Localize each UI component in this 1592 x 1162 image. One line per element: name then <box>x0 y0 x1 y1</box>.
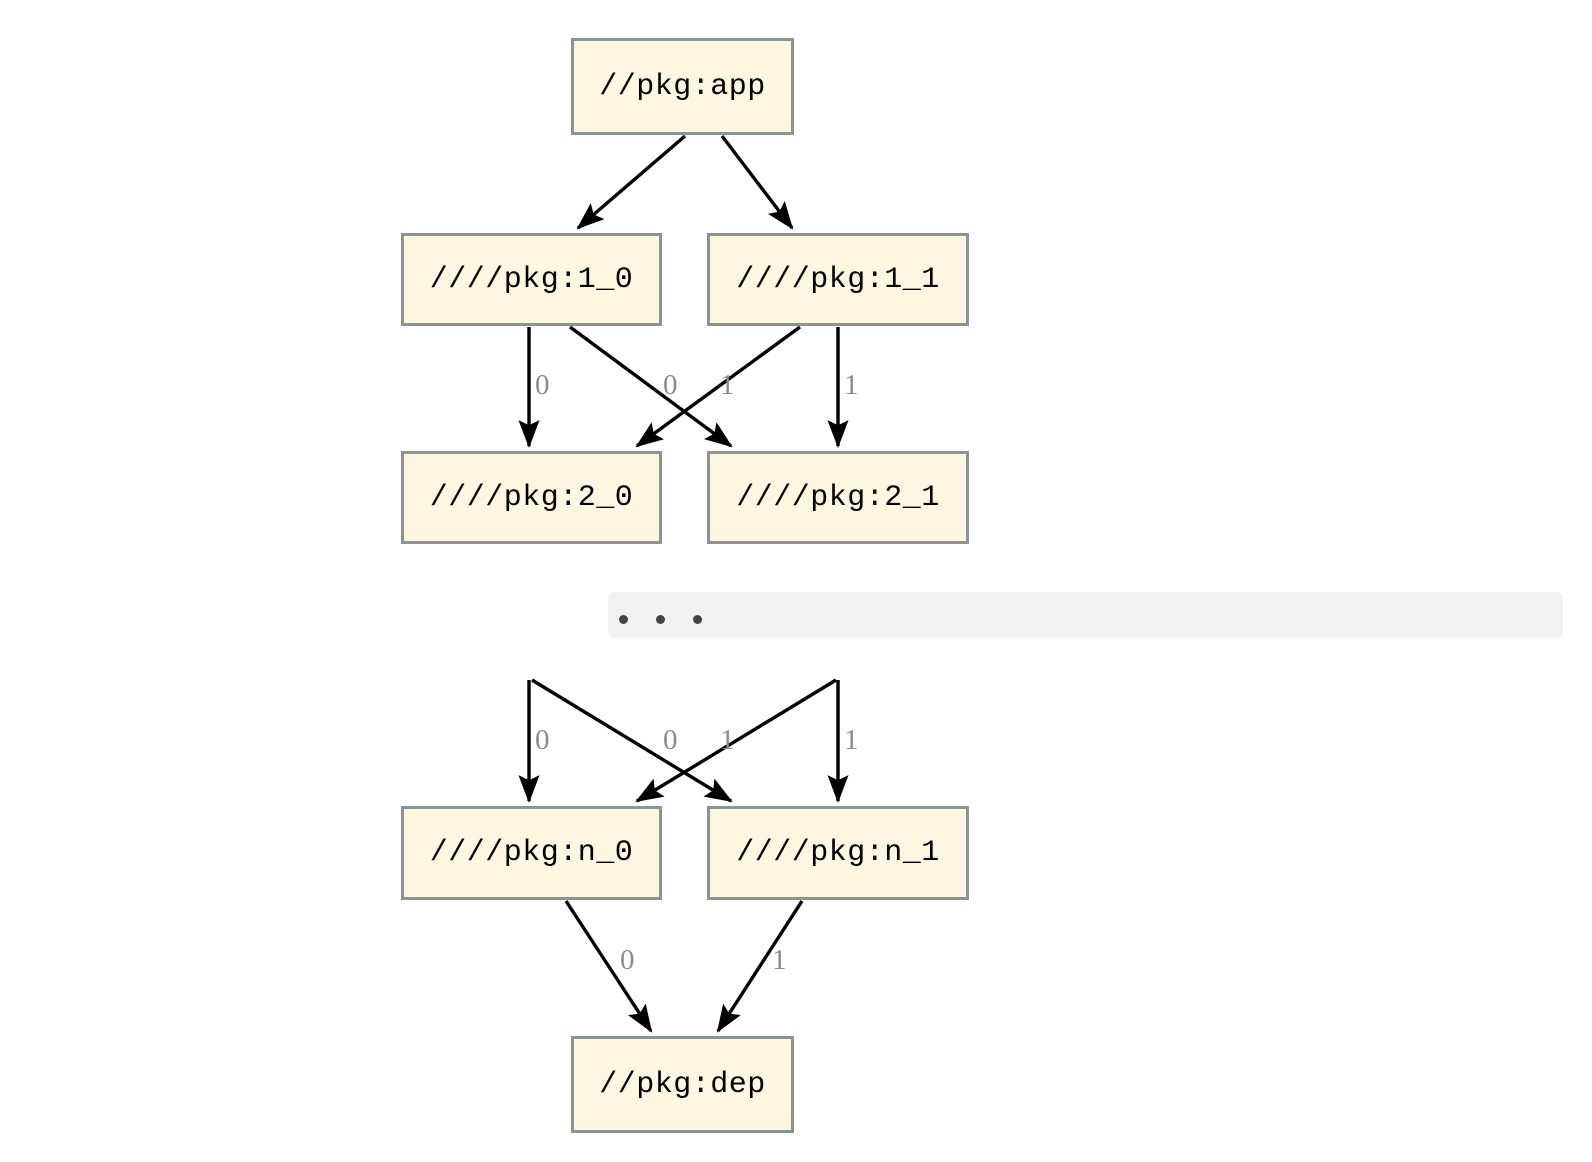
graph-edge-label-n1_1-to-n2_1: 1 <box>844 369 859 401</box>
ellipsis-dot <box>656 615 665 624</box>
ellipsis-dot <box>693 615 702 624</box>
graph-edge-nn_1-to-dep <box>716 900 804 1033</box>
ellipsis-dot <box>619 615 628 624</box>
graph-node-nn_1[interactable]: ////pkg:n_1 <box>707 806 969 900</box>
graph-edge-label-n1_0-to-n2_0: 0 <box>535 369 550 401</box>
graph-edge-label-upper-to-nn_1: 0 <box>663 724 678 756</box>
graph-edge-label-upper-to-nn_1: 1 <box>844 724 859 756</box>
graph-node-dep[interactable]: //pkg:dep <box>571 1036 794 1133</box>
graph-node-app[interactable]: //pkg:app <box>571 38 794 135</box>
graph-edge-upper-to-nn_1 <box>531 678 733 803</box>
graph-edge-n1_0-to-n2_1 <box>568 325 733 448</box>
graph-edge-label-upper-to-nn_0: 1 <box>720 724 735 756</box>
ellipsis-separator-band <box>608 592 1563 638</box>
graph-edge-label-nn_0-to-dep: 0 <box>620 944 635 976</box>
graph-node-nn_0[interactable]: ////pkg:n_0 <box>401 806 662 900</box>
graph-edge-app-to-n1_0 <box>576 134 687 230</box>
graph-edge-label-n1_1-to-n2_0: 1 <box>720 369 735 401</box>
graph-edge-nn_0-to-dep <box>564 900 653 1033</box>
graph-edge-app-to-n1_1 <box>720 134 794 230</box>
ellipsis-dots <box>619 615 730 624</box>
graph-node-n2_0[interactable]: ////pkg:2_0 <box>401 451 662 544</box>
graph-node-n1_1[interactable]: ////pkg:1_1 <box>707 233 969 326</box>
graph-edge-n1_1-to-n2_0 <box>635 325 802 448</box>
graph-node-n2_1[interactable]: ////pkg:2_1 <box>707 451 969 544</box>
graph-node-n1_0[interactable]: ////pkg:1_0 <box>401 233 662 326</box>
graph-edge-label-n1_0-to-n2_1: 0 <box>663 369 678 401</box>
graph-edge-label-nn_1-to-dep: 1 <box>772 944 787 976</box>
graph-edge-label-upper-to-nn_0: 0 <box>535 724 550 756</box>
graph-edge-upper-to-nn_0 <box>635 678 837 803</box>
